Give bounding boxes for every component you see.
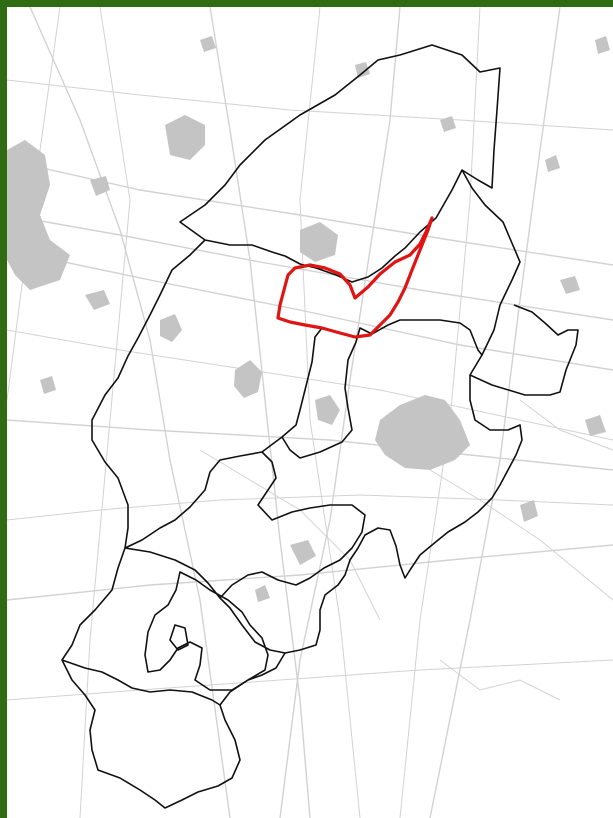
urban-area: [520, 500, 538, 522]
road: [299, 7, 361, 818]
road: [199, 449, 381, 621]
road: [7, 659, 613, 701]
map-canvas[interactable]: [7, 7, 613, 818]
urban-area: [585, 415, 606, 436]
road: [7, 79, 613, 131]
road: [429, 7, 561, 818]
urban-area: [90, 176, 110, 196]
urban-area: [255, 585, 270, 602]
road: [209, 7, 311, 818]
urban-area: [160, 314, 182, 342]
road: [29, 7, 231, 818]
road: [7, 419, 613, 471]
road: [279, 7, 401, 818]
urban-area: [290, 540, 316, 565]
road: [79, 7, 131, 818]
urban-area: [315, 395, 340, 425]
urban-area: [7, 140, 70, 290]
urban-area: [440, 116, 456, 132]
urban-area: [375, 395, 470, 470]
highlighted-district[interactable]: [276, 216, 434, 339]
urban-area: [355, 62, 370, 78]
urban-area: [200, 36, 216, 52]
district-boundary-inner-south: [144, 571, 269, 691]
urban-area: [595, 36, 610, 54]
district-boundaries: [61, 44, 579, 809]
urban-area: [300, 222, 338, 262]
urban-area: [560, 276, 580, 294]
road: [7, 494, 613, 521]
urban-area: [165, 115, 205, 160]
district-boundary-north: [179, 44, 501, 283]
road: [439, 659, 561, 701]
district-boundary-east: [461, 169, 579, 396]
road: [7, 329, 613, 441]
road: [7, 249, 613, 371]
urban-area: [85, 290, 110, 310]
road: [519, 399, 613, 451]
district-boundary-central: [91, 239, 323, 549]
district-boundary-southwest: [61, 547, 286, 809]
road-network: [7, 7, 613, 818]
urban-areas: [7, 36, 610, 602]
road: [7, 544, 613, 601]
road: [7, 214, 613, 321]
urban-area: [40, 376, 56, 394]
urban-area: [234, 360, 262, 398]
urban-area: [545, 155, 560, 172]
